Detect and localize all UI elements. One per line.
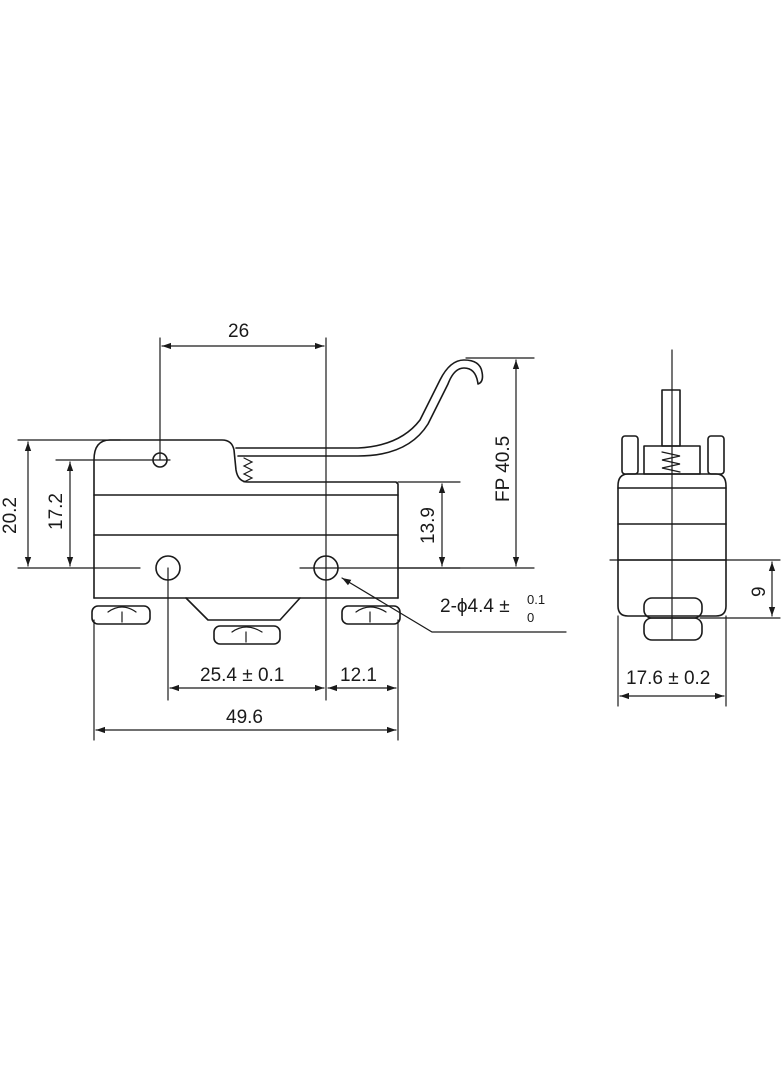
side-terminal-lower [643, 617, 703, 641]
dim-49-6-label: 49.6 [226, 707, 263, 728]
terminal-center [213, 625, 281, 645]
switch-housing [93, 439, 399, 621]
terminal-left [91, 605, 151, 625]
side-view: 9 17.6 ± 0.2 [609, 349, 781, 707]
side-ear-right [707, 435, 725, 475]
dim-20-2-label: 20.2 [0, 497, 21, 534]
lever-arm [235, 359, 484, 457]
side-terminal-upper [643, 597, 703, 619]
extension-lines [17, 337, 535, 741]
side-spring-icon [661, 451, 681, 473]
hole-tolerance-lower: 0 [527, 610, 534, 625]
dim-26-label: 26 [228, 321, 249, 342]
dim-13-9-label: 13.9 [418, 507, 439, 544]
dim-12-1-label: 12.1 [340, 665, 377, 686]
dim-17-6-label: 17.6 ± 0.2 [626, 668, 710, 689]
dim-9-label: 9 [749, 586, 770, 597]
hole-tolerance-upper: 0.1 [527, 592, 545, 607]
front-view: 26 20.2 17.2 13.9 FP 40.5 25.4 ± 0.1 12.… [0, 321, 567, 741]
side-body [617, 473, 727, 617]
side-ear-left [621, 435, 639, 475]
dim-17-2-label: 17.2 [46, 493, 67, 530]
plunger [661, 389, 681, 447]
terminal-right [341, 605, 401, 625]
dim-fp-label: FP 40.5 [493, 436, 514, 502]
hole-callout-leader [341, 577, 567, 633]
spring-icon [242, 457, 254, 483]
dim-hole-spacing-label: 25.4 ± 0.1 [200, 665, 284, 686]
hole-callout-label: 2-ϕ4.4 ± [440, 596, 510, 617]
